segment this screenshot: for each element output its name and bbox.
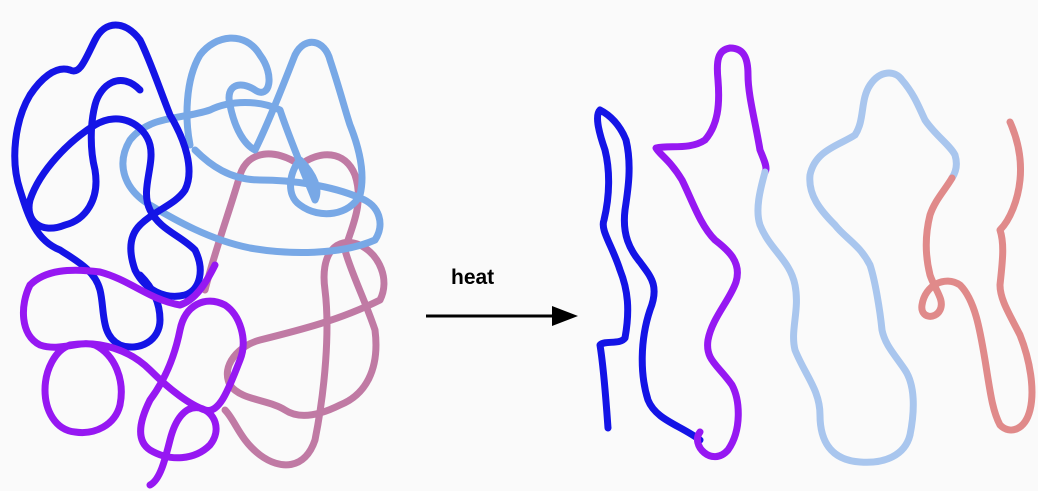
heat-label: heat: [451, 266, 494, 290]
arrow-head: [552, 306, 578, 326]
folded-strand-purple: [23, 265, 243, 485]
unfolded-strands: [598, 48, 1032, 462]
folded-protein: [15, 25, 384, 485]
heat-arrow: [426, 306, 578, 326]
unfolded-strand-blue: [598, 110, 700, 440]
unfolded-strand-salmon: [922, 122, 1032, 430]
unfolded-strand-purple: [656, 48, 766, 457]
folded-strand-blue: [15, 25, 200, 347]
